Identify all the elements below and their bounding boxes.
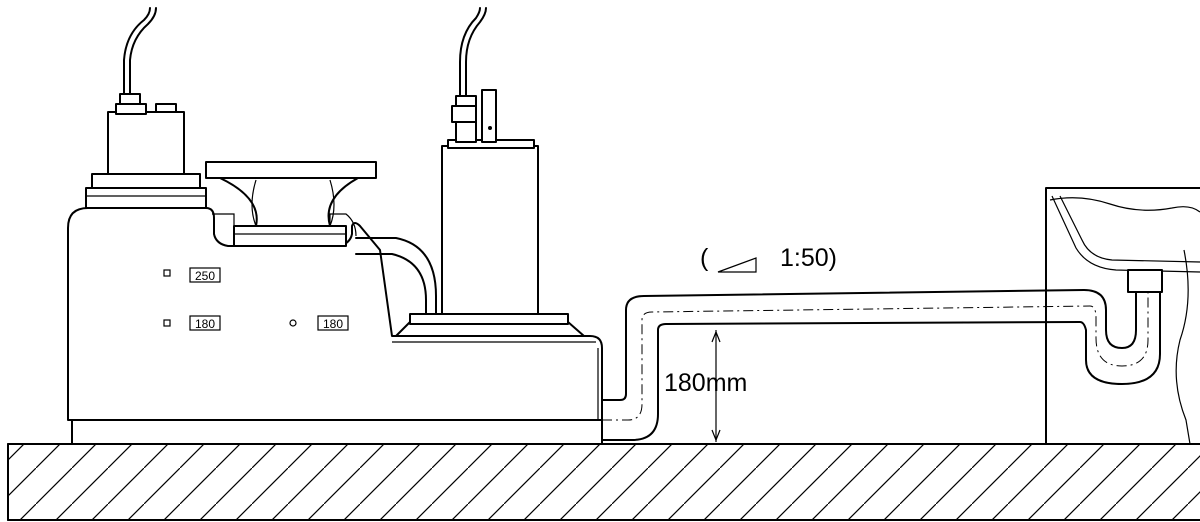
marking-250: 250 — [195, 269, 215, 283]
left-motor — [85, 7, 207, 209]
slope-triangle-icon — [717, 257, 757, 273]
slope-ratio-label: 1:50) — [780, 244, 837, 272]
pump-unit: 250 180 180 — [67, 207, 603, 445]
bearing-spool — [205, 161, 377, 247]
marking-180-right: 180 — [323, 317, 343, 331]
slope-annotation: ( 1:50) — [700, 244, 837, 273]
slope-open-paren: ( — [700, 244, 709, 272]
connecting-hose — [355, 237, 437, 331]
marking-180-left: 180 — [195, 317, 215, 331]
floor — [7, 443, 1200, 521]
right-motor — [395, 7, 585, 337]
drain-pipe — [601, 289, 1161, 441]
height-label: 180mm — [664, 369, 747, 397]
height-dimension: 180mm — [664, 330, 747, 442]
sink-cabinet — [1045, 187, 1200, 445]
